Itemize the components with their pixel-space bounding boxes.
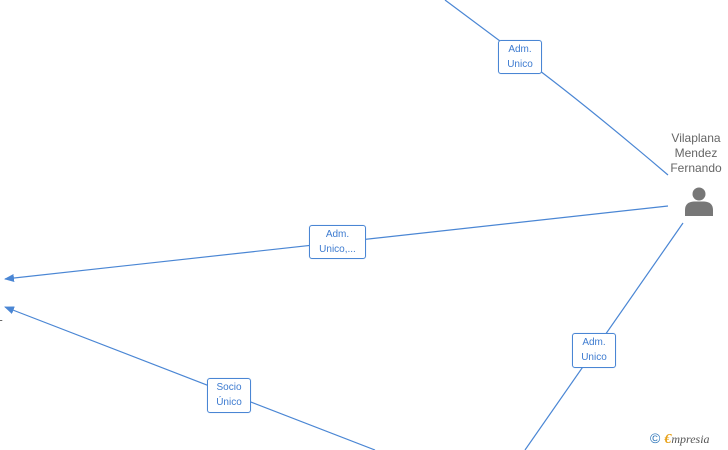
person-node-name[interactable]: Vilaplana Mendez Fernando [660, 131, 728, 176]
edge-left-lower-line [4, 306, 376, 450]
person-icon[interactable] [684, 186, 714, 216]
edge-label-left-upper[interactable]: Adm. Unico,... [309, 225, 366, 259]
edge-label-left-lower-line1: Socio [216, 382, 242, 393]
edge-label-bottom-right-line2: Unico [581, 352, 607, 363]
empresia-watermark: ©€mpresia [650, 429, 710, 447]
edge-label-top-line2: Unico [507, 59, 533, 70]
offscreen-node-label[interactable]: L [0, 310, 3, 324]
edge-label-left-lower[interactable]: Socio Único [207, 378, 251, 413]
edge-label-left-lower-line2: Único [216, 397, 242, 408]
edge-label-bottom-right[interactable]: Adm. Unico [572, 333, 616, 368]
edge-label-top-line1: Adm. [508, 44, 532, 55]
edge-label-left-upper-line1: Adm. [325, 229, 350, 240]
brand-logo-initial: € [664, 432, 672, 447]
edge-top-line [444, 0, 669, 176]
edge-label-bottom-right-line1: Adm. [582, 337, 606, 348]
copyright-icon: © [650, 430, 661, 446]
person-name-line1: Vilaplana [671, 131, 721, 145]
edge-label-top[interactable]: Adm. Unico [498, 40, 542, 74]
person-name-line3: Fernando [670, 161, 722, 175]
edge-label-left-upper-line2: Unico,... [319, 244, 356, 255]
person-name-line2: Mendez [674, 146, 718, 160]
brand-logo-text: mpresia [671, 432, 710, 446]
